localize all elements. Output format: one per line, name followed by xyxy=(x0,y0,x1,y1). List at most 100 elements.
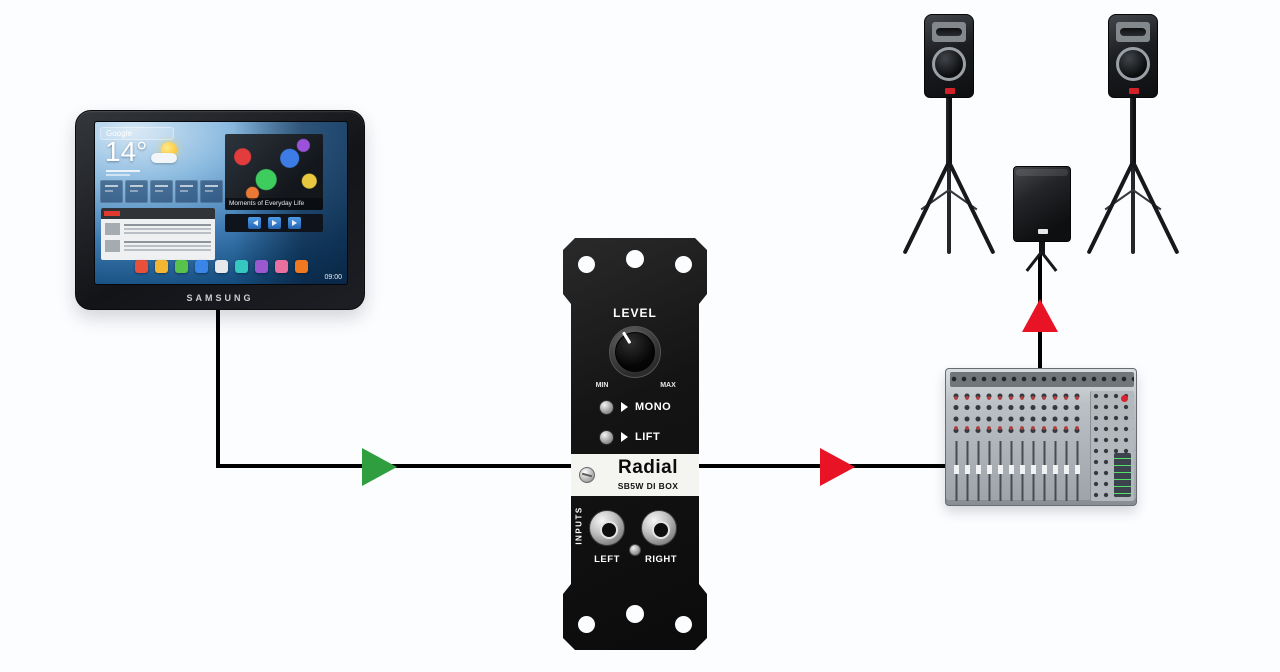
lift-button xyxy=(599,429,614,445)
arrow-right-icon xyxy=(621,402,628,412)
cable-tablet-down xyxy=(216,308,220,468)
news-text-lines xyxy=(124,223,211,236)
pa-speaker-left xyxy=(901,14,997,260)
weather-location-line xyxy=(106,174,130,176)
arrow-right-icon xyxy=(621,432,628,442)
speaker-logo-badge xyxy=(1129,88,1139,94)
tripod-leg xyxy=(902,161,951,255)
news-item xyxy=(101,236,215,253)
brand-logo: Radial xyxy=(617,457,679,478)
speaker-logo-badge xyxy=(945,88,955,94)
level-knob xyxy=(609,326,661,378)
tripod-leg xyxy=(947,162,951,254)
rca-jack-right xyxy=(641,510,677,546)
screw-icon xyxy=(579,467,595,483)
right-jack-label: RIGHT xyxy=(644,554,678,565)
lift-control-row: LIFT xyxy=(563,428,707,446)
weather-location-line xyxy=(106,170,140,172)
mono-control-row: MONO xyxy=(563,398,707,416)
forecast-cell xyxy=(150,180,173,203)
app-icon xyxy=(194,260,208,273)
brand-strip: Radial SB5W DI BOX xyxy=(571,454,699,496)
forecast-cell xyxy=(175,180,198,203)
mounting-hole xyxy=(675,616,692,633)
photo-caption: Moments of Everyday Life xyxy=(225,198,323,210)
subwoofer-logo xyxy=(1038,229,1048,234)
tripod-leg xyxy=(1131,162,1135,254)
pa-speaker-right xyxy=(1085,14,1181,260)
mounting-hole xyxy=(578,616,595,633)
weather-temperature: 14° xyxy=(105,136,148,167)
speaker-horn xyxy=(932,22,966,42)
play-icon xyxy=(267,217,281,229)
signal-arrow-red-right-icon xyxy=(820,448,855,486)
speaker-woofer xyxy=(1116,47,1150,81)
forecast-cell xyxy=(100,180,123,203)
mixer-channel-knobs xyxy=(951,391,1085,437)
news-red-chip xyxy=(104,211,120,216)
app-icon xyxy=(154,260,168,273)
tripod-leg xyxy=(1131,161,1180,255)
mounting-hole xyxy=(578,256,595,273)
app-icon xyxy=(254,260,268,273)
mounting-hole xyxy=(626,605,644,623)
app-icon xyxy=(174,260,188,273)
max-label: MAX xyxy=(660,382,676,389)
min-label: MIN xyxy=(595,382,609,389)
speaker-woofer xyxy=(932,47,966,81)
mixer-channel-faders xyxy=(951,441,1085,501)
subwoofer xyxy=(1012,166,1072,278)
news-widget-header xyxy=(101,208,215,219)
news-thumbnail xyxy=(105,223,120,235)
tablet-brand-label: SAMSUNG xyxy=(186,293,254,303)
speaker-cabinet xyxy=(1108,14,1158,98)
forecast-cell xyxy=(200,180,223,203)
news-text-lines xyxy=(124,240,211,253)
tripod-leg xyxy=(1086,161,1135,255)
mixing-console xyxy=(945,368,1137,506)
mounting-hole xyxy=(626,250,644,268)
level-label: LEVEL xyxy=(613,306,657,320)
subwoofer-leg xyxy=(1040,251,1058,272)
di-box-wall-plate: LEVEL MIN MAX MONO LIFT Radial SB5W DI B… xyxy=(563,238,707,650)
forecast-cell xyxy=(125,180,148,203)
tablet-screen: Google 14° xyxy=(94,121,348,285)
cloud-icon xyxy=(151,153,177,163)
inputs-label: INPUTS xyxy=(574,506,584,545)
news-widget xyxy=(101,208,215,260)
mounting-hole xyxy=(675,256,692,273)
speaker-horn xyxy=(1116,22,1150,42)
speaker-stand-pole xyxy=(946,98,952,164)
mixer-master-section xyxy=(1090,391,1134,501)
subwoofer-cabinet xyxy=(1013,166,1071,242)
mixer-vu-meter xyxy=(1114,453,1131,497)
music-player-widget xyxy=(225,214,323,232)
weather-forecast-row xyxy=(100,180,223,203)
previous-track-icon xyxy=(247,217,261,229)
rca-jack-left xyxy=(589,510,625,546)
tablet-device: Google 14° xyxy=(75,110,365,310)
app-icon-dock xyxy=(95,260,347,273)
app-icon xyxy=(294,260,308,273)
level-knob-pointer xyxy=(601,318,670,387)
screw-icon xyxy=(629,544,641,556)
app-icon xyxy=(134,260,148,273)
model-label: SB5W DI BOX xyxy=(617,481,679,491)
news-thumbnail xyxy=(105,240,120,252)
mixer-power-led xyxy=(1121,395,1128,402)
next-track-icon xyxy=(287,217,301,229)
lift-label: LIFT xyxy=(635,431,661,443)
status-clock: 09:00 xyxy=(324,274,342,281)
speaker-cabinet xyxy=(924,14,974,98)
tripod-leg xyxy=(947,161,996,255)
news-item xyxy=(101,219,215,236)
app-icon xyxy=(234,260,248,273)
signal-arrow-green-right-icon xyxy=(362,448,397,486)
speaker-stand-pole xyxy=(1130,98,1136,164)
app-icon xyxy=(214,260,228,273)
signal-arrow-red-up-icon xyxy=(1022,299,1058,332)
photo-widget: Moments of Everyday Life xyxy=(225,134,323,210)
left-jack-label: LEFT xyxy=(594,554,620,565)
app-icon xyxy=(274,260,288,273)
